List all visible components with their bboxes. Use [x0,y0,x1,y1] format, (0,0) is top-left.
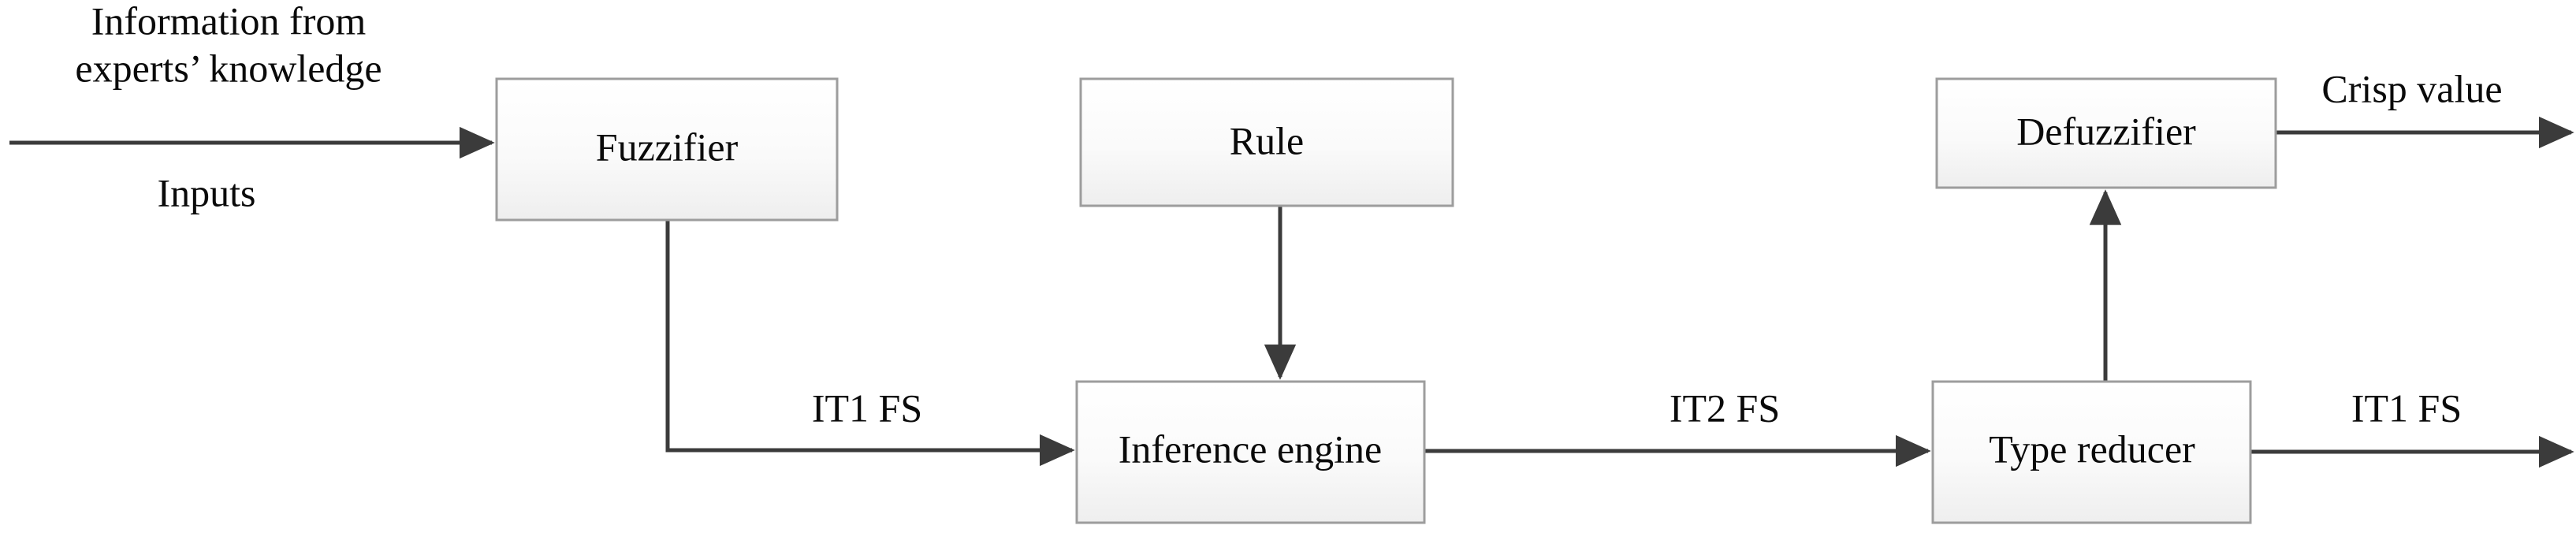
defuzzifier-label: Defuzzifier [2016,109,2196,153]
inputs-label: Inputs [158,170,256,214]
type-reducer-box[interactable] [1931,380,2252,524]
inference-engine-box[interactable] [1075,380,1426,524]
node-defuzzifier[interactable]: Defuzzifier [1935,77,2277,189]
inference-engine-label: Inference engine [1119,427,1383,471]
arrow-fuzzifier-to-inference [665,220,1075,467]
node-fuzzifier[interactable]: Fuzzifier [495,77,839,222]
experts-knowledge-label: experts’ knowledge [75,46,382,90]
edge-label-it2-fs: IT2 FS [1670,386,1780,430]
edge-label-it1-fs-output: IT1 FS [2351,386,2462,430]
defuzzifier-box[interactable] [1935,77,2277,189]
fuzzifier-label: Fuzzifier [596,125,739,169]
rule-box[interactable] [1079,77,1454,207]
edge-label-crisp-value: Crisp value [2321,66,2502,110]
edge-fuzzifier-to-inference [665,220,1075,467]
edge-label-it1-fs-fuzzifier: IT1 FS [812,386,922,430]
rule-label: Rule [1230,118,1304,162]
node-rule[interactable]: Rule [1079,77,1454,207]
fuzzifier-box[interactable] [495,77,839,222]
node-inference-engine[interactable]: Inference engine [1075,380,1426,524]
node-type-reducer[interactable]: Type reducer [1931,380,2252,524]
information-from-label: Information from [91,0,367,43]
type-reducer-label: Type reducer [1989,427,2195,471]
